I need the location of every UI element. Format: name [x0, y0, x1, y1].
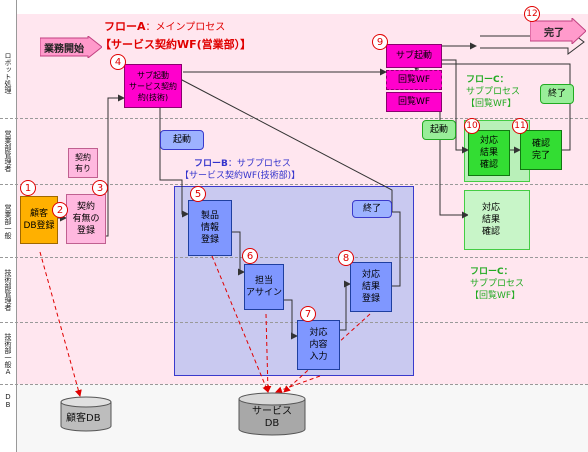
customer-db-label: 顧客DB	[66, 413, 101, 424]
step-sub-launch-circulation[interactable]: サブ起動	[386, 44, 442, 68]
flow-a-title-name: フローA	[104, 20, 146, 33]
flow-a-subtitle: 【サービス契約WF(営業部）】	[100, 38, 252, 51]
lane-label-tech-staff: 技術部一般A	[4, 332, 12, 376]
lane-label-divider	[16, 0, 17, 452]
step-number-7: 7	[300, 306, 316, 322]
flow-c-top-label: フローC： サブプロセス 【回覧WF】	[466, 74, 520, 110]
flow-a-title-rest: ：メインプロセス	[145, 22, 226, 33]
step-sub-launch-tech[interactable]: サブ起動 サービス契約 約(技術)	[124, 64, 182, 108]
step-assign[interactable]: 担当 アサイン	[244, 264, 284, 310]
step-number-6: 6	[242, 248, 258, 264]
lane-label-db: DB	[4, 393, 12, 409]
business-start-label: 業務開始	[44, 44, 84, 55]
flow-c-top-title: フローC：	[466, 75, 509, 85]
step-contract-register[interactable]: 契約 有無の 登録	[66, 194, 106, 244]
complete-label: 完了	[544, 28, 564, 39]
lane-label-robot: ロボット処理	[4, 52, 12, 94]
flow-c-bottom-title: フローC：	[470, 267, 513, 277]
step-confirm-complete[interactable]: 確認 完了	[520, 130, 562, 170]
launch-b-label: 起動	[160, 130, 204, 150]
step-number-1: 1	[20, 180, 36, 196]
complete-arrow: 完了	[530, 18, 586, 44]
step-circulation-wf-2[interactable]: 回覧WF	[386, 92, 442, 112]
end-c-label: 終了	[540, 84, 574, 104]
flow-b-title: フローB：サブプロセス	[194, 156, 291, 169]
step-number-10: 10	[464, 118, 480, 134]
step-number-5: 5	[190, 186, 206, 202]
flow-c-bottom-label: フローC： サブプロセス 【回覧WF】	[470, 266, 524, 302]
service-db: サービス DB	[238, 392, 306, 436]
flow-c-top-line2: サブプロセス	[466, 87, 521, 97]
lane-divider	[0, 257, 588, 258]
step-number-4: 4	[110, 54, 126, 70]
flow-b-subtitle: 【サービス契約WF(技術部)】	[180, 171, 301, 181]
flow-b-title-rest: ：サブプロセス	[227, 159, 291, 169]
step-result-confirm[interactable]: 対応 結果 確認	[468, 130, 510, 176]
service-db-label: サービス DB	[252, 406, 292, 429]
flow-b-title-name: フローB	[194, 159, 228, 169]
lane-divider	[0, 322, 588, 323]
step-number-12: 12	[524, 6, 540, 22]
end-b-label: 終了	[352, 200, 392, 218]
lane-divider	[0, 184, 588, 185]
step-number-3: 3	[92, 180, 108, 196]
lane-divider	[0, 118, 588, 119]
step-customer-db-register[interactable]: 顧客 DB登録	[20, 196, 58, 244]
step-number-8: 8	[338, 250, 354, 266]
flow-c-bottom-line2: サブプロセス	[470, 279, 525, 289]
step-action-input[interactable]: 対応 内容 入力	[297, 320, 340, 370]
lane-label-sales-manager: 営業部管理者	[4, 130, 12, 172]
contract-exists-label: 契約 有り	[68, 148, 98, 178]
step-result-confirm-2[interactable]: 対応 結果 確認	[468, 196, 514, 244]
lane-label-sales-staff: 営業部一般	[4, 203, 12, 239]
flow-a-title: フローA：メインプロセス	[104, 18, 225, 34]
lane-label-tech-manager: 技術部管理者	[4, 269, 12, 311]
step-circulation-wf-1[interactable]: 回覧WF	[386, 70, 442, 90]
step-product-info-register[interactable]: 製品 情報 登録	[188, 200, 232, 256]
business-start-arrow: 業務開始	[40, 36, 102, 58]
lane-divider	[0, 384, 588, 385]
step-number-11: 11	[512, 118, 528, 134]
flow-c-bottom-line3: 【回覧WF】	[470, 291, 521, 301]
step-number-9: 9	[372, 34, 388, 50]
step-result-register[interactable]: 対応 結果 登録	[350, 262, 392, 312]
customer-db: 顧客DB	[60, 396, 112, 432]
step-number-2: 2	[52, 202, 68, 218]
launch-c-label: 起動	[422, 120, 456, 140]
flow-c-top-line3: 【回覧WF】	[466, 99, 517, 109]
